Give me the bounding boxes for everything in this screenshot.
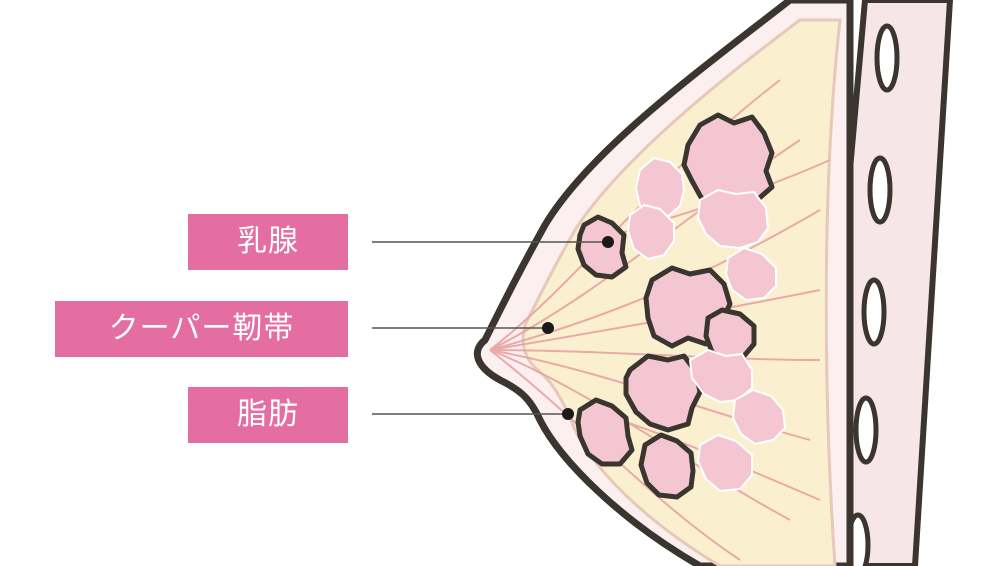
- gland-lobule: [575, 397, 635, 467]
- gland-lobule: [703, 307, 757, 363]
- label-mammary-gland: 乳腺: [188, 214, 348, 270]
- gland-lobule: [697, 434, 753, 492]
- mammary-gland-lobules-light: [627, 157, 786, 492]
- gland-lobule: [689, 349, 753, 403]
- gland-lobule: [697, 189, 769, 249]
- leader-dot-fat: [562, 408, 574, 420]
- gland-lobule: [638, 432, 696, 500]
- rib-cross-sections: [845, 23, 900, 566]
- gland-lobule: [623, 353, 703, 433]
- gland-lobule: [681, 112, 775, 212]
- gland-lobule: [725, 247, 777, 301]
- gland-lobule: [635, 157, 685, 217]
- leader-dots: [542, 236, 614, 420]
- leader-dot-gland: [602, 236, 614, 248]
- label-fat: 脂肪: [188, 387, 348, 443]
- gland-lobule: [575, 214, 629, 280]
- mammary-gland-lobules: [575, 112, 775, 500]
- label-cooper-ligament: クーパー靭帯: [55, 301, 348, 357]
- leader-dot-ligament: [542, 322, 554, 334]
- leader-lines: [372, 241, 608, 415]
- gland-lobule: [627, 204, 675, 260]
- gland-lobule: [732, 389, 786, 445]
